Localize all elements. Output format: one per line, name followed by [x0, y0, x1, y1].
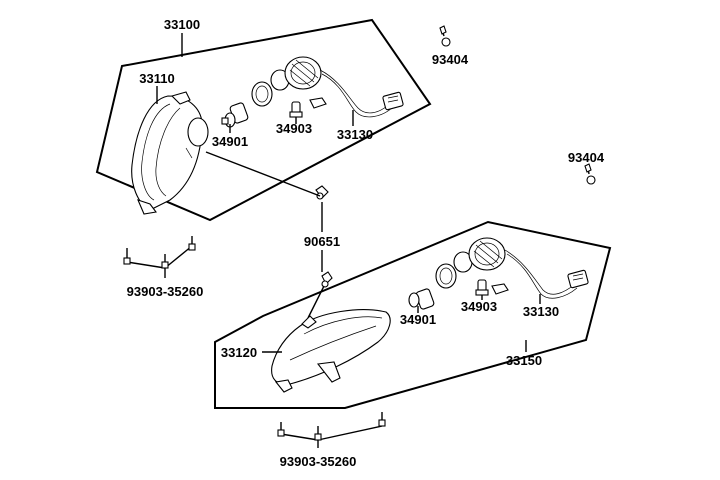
label-93404-top: 93404 [432, 52, 469, 67]
bolt-left-1 [123, 248, 131, 265]
label-33100: 33100 [164, 17, 200, 32]
label-33120: 33120 [221, 345, 257, 360]
bolt-set-bottom [277, 412, 386, 448]
label-34903-right: 34903 [276, 121, 312, 136]
label-93404-mid: 93404 [568, 150, 605, 165]
screw-93404-mid [584, 163, 596, 185]
socket-ring-left [435, 237, 506, 289]
headlight-lens-left [271, 309, 391, 393]
label-33110: 33110 [139, 71, 174, 86]
bulb-34903-right [289, 101, 303, 118]
lower-assembly: 33120 34901 34903 33130 33150 [214, 220, 612, 409]
label-93903-left: 93903-35260 [127, 284, 204, 299]
bulb-34901-right [221, 102, 249, 128]
label-90651: 90651 [304, 234, 340, 249]
bolt-set-left [123, 236, 196, 278]
upper-assembly: 33100 33110 34901 34903 33130 [95, 17, 432, 222]
label-93903-bottom: 93903-35260 [280, 454, 357, 469]
screw-93404-top [439, 25, 451, 47]
label-34901-right: 34901 [212, 134, 248, 149]
label-33130-left: 33130 [523, 304, 559, 319]
bolt-left-3 [188, 236, 196, 251]
socket-wire-left [491, 249, 589, 299]
bolt-left-2 [161, 254, 169, 269]
bulb-34901-left [408, 288, 435, 310]
label-34903-left: 34903 [461, 299, 497, 314]
label-33130-right: 33130 [337, 127, 373, 142]
bolt-bottom-3 [378, 412, 386, 427]
clip-90651 [205, 151, 333, 319]
label-34901-left: 34901 [400, 312, 436, 327]
headlight-lens-right [131, 91, 209, 215]
label-33150: 33150 [506, 353, 542, 368]
bolt-bottom-2 [314, 426, 322, 441]
bolt-bottom-1 [277, 422, 285, 437]
bulb-34903-left [475, 279, 489, 296]
upper-assembly-outline [95, 18, 432, 222]
leader-90651-upper [205, 151, 321, 197]
socket-wire-right [309, 69, 404, 118]
socket-ring-right [251, 56, 322, 107]
lower-assembly-outline [214, 220, 612, 409]
